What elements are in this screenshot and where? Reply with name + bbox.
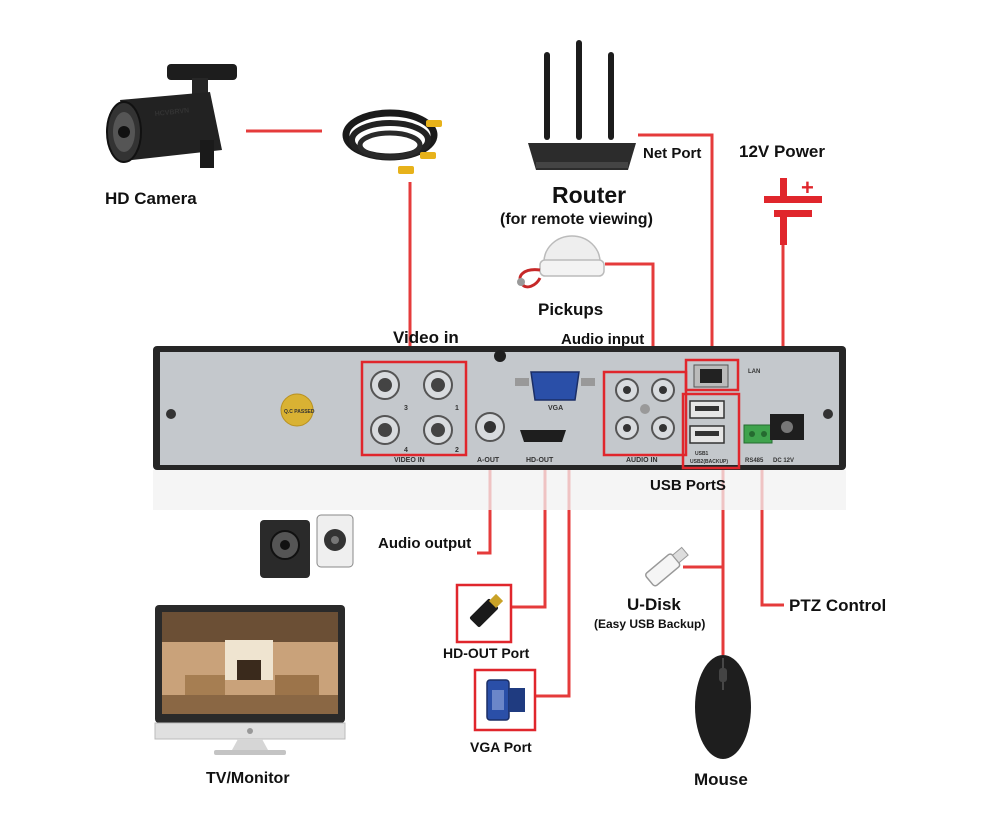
usb-flash-drive-icon bbox=[645, 546, 689, 587]
tv-monitor-label: TV/Monitor bbox=[206, 770, 290, 787]
bnc-num-1: 1 bbox=[455, 405, 459, 412]
panel-audio-in-text: AUDIO IN bbox=[626, 457, 658, 464]
wire-router-lan bbox=[638, 133, 714, 362]
svg-text:+: + bbox=[801, 175, 814, 200]
vga-connector bbox=[515, 371, 595, 401]
lan-port bbox=[693, 364, 729, 388]
panel-lan-text: LAN bbox=[748, 369, 760, 375]
audio-output-label: Audio output bbox=[378, 535, 471, 552]
video-in-highlight bbox=[360, 360, 468, 457]
hd-camera-label: HD Camera bbox=[105, 189, 197, 208]
qc-sticker-text: Q.C PASSED bbox=[284, 409, 315, 415]
hdmi-cable-box bbox=[455, 583, 513, 644]
panel-vga-text: VGA bbox=[548, 405, 563, 412]
power-symbol-icon: + bbox=[764, 175, 822, 245]
bnc-connector-4 bbox=[370, 415, 400, 445]
audio-in-connectors bbox=[615, 378, 675, 440]
tv-monitor-icon bbox=[154, 605, 346, 755]
lan-highlight bbox=[684, 358, 740, 392]
router-label: Router bbox=[552, 182, 626, 208]
panel-a-out-text: A-OUT bbox=[477, 457, 500, 464]
vga-plug-icon bbox=[486, 679, 525, 721]
hd-camera-icon: HCVBRVN bbox=[106, 64, 237, 168]
panel-usb1-text: USB1 bbox=[695, 451, 709, 457]
video-in-label: Video in bbox=[393, 328, 459, 347]
router-sublabel: (for remote viewing) bbox=[500, 211, 653, 228]
power-label: 12V Power bbox=[739, 142, 825, 161]
hdmi-connector bbox=[520, 430, 566, 442]
bnc-connector-2 bbox=[423, 415, 453, 445]
usb-ports bbox=[689, 400, 725, 444]
ptz-label: PTZ Control bbox=[789, 596, 886, 615]
vga-cable-box bbox=[473, 668, 537, 732]
rs485-terminal bbox=[743, 424, 773, 444]
a-out-connector bbox=[475, 412, 505, 442]
hdmi-plug-icon bbox=[469, 593, 504, 628]
audio-in-highlight bbox=[602, 370, 688, 457]
u-disk-sublabel: (Easy USB Backup) bbox=[594, 617, 705, 631]
bnc-connector-3 bbox=[370, 370, 400, 400]
bnc-num-4: 4 bbox=[404, 447, 408, 454]
bnc-connector-1 bbox=[423, 370, 453, 400]
qc-sticker: Q.C PASSED bbox=[280, 393, 315, 427]
cable-coil-icon bbox=[342, 109, 442, 174]
mouse-icon bbox=[695, 655, 751, 759]
wire-pickups-audio-in bbox=[605, 262, 655, 372]
speakers-icon bbox=[260, 514, 354, 578]
hd-out-port-label: HD-OUT Port bbox=[443, 645, 530, 661]
panel-dc12v-text: DC 12V bbox=[773, 458, 794, 464]
net-port-label: Net Port bbox=[643, 145, 701, 162]
bnc-num-2: 2 bbox=[455, 447, 459, 454]
u-disk-label: U-Disk bbox=[627, 595, 681, 614]
pickups-label: Pickups bbox=[538, 300, 603, 319]
audio-input-label: Audio input bbox=[561, 331, 644, 348]
bnc-num-3: 3 bbox=[404, 405, 408, 412]
panel-video-in-text: VIDEO IN bbox=[394, 457, 425, 464]
panel-rs485-text: RS485 bbox=[745, 458, 764, 464]
camera-brand-text: HCVBRVN bbox=[154, 107, 189, 118]
usb-highlight bbox=[681, 392, 741, 470]
bnc-connectors bbox=[370, 370, 453, 445]
panel-usb2-text: USB2(BACKUP) bbox=[690, 459, 728, 465]
vga-port-label: VGA Port bbox=[470, 739, 532, 755]
router-icon bbox=[528, 40, 636, 170]
mouse-label: Mouse bbox=[694, 770, 748, 789]
panel-hd-out-text: HD-OUT bbox=[526, 457, 554, 464]
pickup-mic-icon bbox=[517, 235, 605, 289]
dc-power-jack bbox=[770, 414, 804, 440]
usb-ports-label: USB PortS bbox=[650, 477, 726, 494]
